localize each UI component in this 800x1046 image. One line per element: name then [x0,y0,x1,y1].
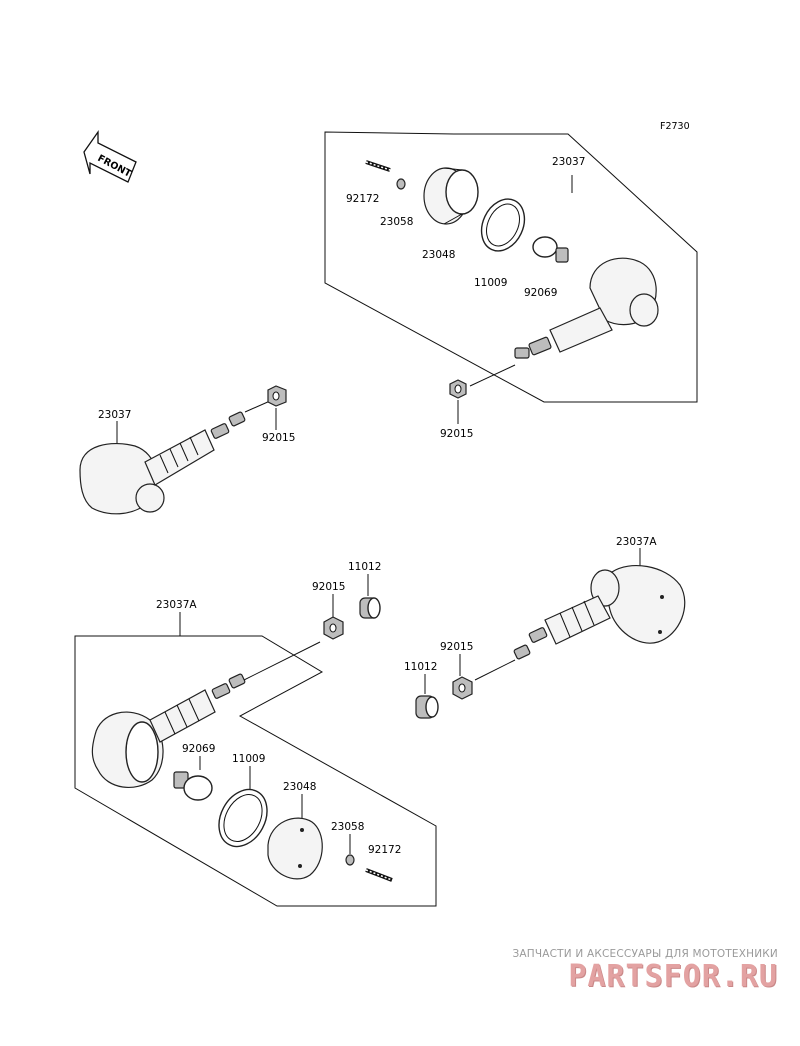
label-92015-lower: 92015 [312,581,345,593]
label-11012-right: 11012 [404,661,437,673]
screw-92172-lower [365,868,393,882]
label-92015-upper: 92015 [440,428,473,440]
label-23037A-lower: 23037A [156,599,197,611]
bulb-92069-upper [532,236,569,263]
bushing-11012-right [415,695,439,719]
label-23048-lower: 23048 [283,781,316,793]
label-92015-right: 92015 [440,641,473,653]
label-23058-lower: 23058 [331,821,364,833]
watermark-logo: PARTSFOR.RU [568,959,778,994]
lens-23048-upper [423,167,479,225]
screw-92172-upper [365,160,391,172]
assembly-frame-upper [324,131,698,403]
gasket-11009-upper [480,198,526,252]
label-23037A-right: 23037A [616,536,657,548]
label-23037-upper: 23037 [552,156,585,168]
turn-signal-housing-upper [514,257,659,359]
washer-23058-upper [396,178,406,190]
label-23058-upper: 23058 [380,216,413,228]
label-11012-lower: 11012 [348,561,381,573]
watermark-tagline: ЗАПЧАСТИ И АКСЕССУАРЫ ДЛЯ МОТОТЕХНИКИ [512,948,778,960]
turn-signal-housing-lower [91,673,246,788]
label-23037-left: 23037 [98,409,131,421]
lens-23048-lower [267,817,323,880]
turn-signal-right [513,565,686,660]
turn-signal-left [79,411,246,515]
watermark: ЗАПЧАСТИ И АКСЕССУАРЫ ДЛЯ МОТОТЕХНИКИ PA… [512,948,778,994]
bulb-92069-lower [173,771,213,801]
gasket-11009-lower [218,788,268,848]
label-92069-upper: 92069 [524,287,557,299]
label-23048-upper: 23048 [422,249,455,261]
front-arrow-icon: FRONT [83,129,137,183]
assembly-frame-lower [74,635,437,907]
label-92172-lower: 92172 [368,844,401,856]
bushing-11012-lower [359,597,381,619]
label-11009-lower: 11009 [232,753,265,765]
label-92069-lower: 92069 [182,743,215,755]
label-92015-left: 92015 [262,432,295,444]
washer-23058-lower [345,854,355,866]
label-11009-upper: 11009 [474,277,507,289]
figure-code: F2730 [660,121,690,132]
label-92172-upper: 92172 [346,193,379,205]
